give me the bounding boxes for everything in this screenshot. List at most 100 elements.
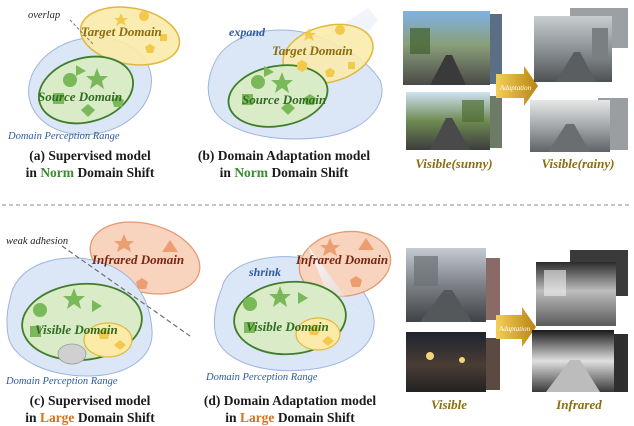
square-shape [242, 94, 253, 105]
target-domain-label: Target Domain [81, 24, 162, 39]
caption-d-line1: (d) Domain Adaptation model [203, 393, 377, 408]
shrink-label: shrink [248, 265, 281, 279]
caption-a-line2: in Norm Domain Shift [10, 164, 170, 181]
road-shape [430, 118, 470, 150]
infrared-star-shape [320, 238, 340, 256]
triangle-shape [92, 300, 102, 312]
building-shape [592, 28, 608, 58]
caption-c-line2: in Large Domain Shift [10, 409, 170, 426]
target-star-shape [302, 28, 316, 41]
road-shape [556, 52, 596, 82]
source-domain-label: Source Domain [242, 92, 326, 107]
perception-range-label: Domain Perception Range [7, 131, 120, 142]
adaptation-arrow-label: Adaptation [498, 325, 531, 333]
road-shape [548, 124, 590, 152]
target-pentagon-shape [325, 68, 335, 77]
target-circle-shape [139, 11, 149, 21]
gray-subdomain [57, 343, 87, 365]
infrared-pentagon-shape [136, 278, 148, 289]
bottom-photo-group: Adaptation [406, 248, 628, 392]
source-domain-ellipse [38, 55, 134, 125]
sunny-photo-back [488, 14, 502, 84]
triangle-shape [264, 66, 274, 77]
square-shape [244, 322, 255, 333]
infrared-triangle-shape [358, 238, 374, 250]
target-domain-label: Target Domain [272, 43, 353, 58]
caption-a-line1: (a) Supervised model [29, 148, 151, 163]
pentagon-shape [112, 96, 124, 107]
target-square-shape [160, 34, 167, 41]
diamond-shape [281, 102, 295, 115]
tree-shape [414, 256, 438, 286]
square-shape [53, 93, 64, 104]
visible-photo-back [484, 258, 500, 320]
caption-b-post: Domain Shift [268, 165, 349, 180]
expand-label: expand [229, 25, 266, 39]
caption-c-highlight: Large [39, 410, 75, 425]
caption-c-pre: in [25, 410, 40, 425]
target-circle-shape [335, 25, 345, 35]
caption-d-highlight: Large [239, 410, 275, 425]
diamond-shape [114, 340, 126, 350]
tree-shape [410, 28, 430, 54]
infrared-domain-label: Infrared Domain [295, 252, 388, 267]
caption-a-post: Domain Shift [74, 165, 155, 180]
target-pentagon-shape [145, 44, 155, 53]
road-shape [546, 360, 600, 392]
triangle-shape [76, 65, 86, 76]
caption-b-pre: in [219, 165, 235, 180]
infrared-domain-label: Infrared Domain [91, 252, 184, 267]
caption-b-line1: (b) Domain Adaptation model [197, 148, 371, 163]
adaptation-arrow [496, 307, 536, 347]
visible-rainy-label: Visible(rainy) [541, 156, 615, 171]
caption-d-post: Domain Shift [274, 410, 355, 425]
perception-range-label: Domain Perception Range [205, 372, 318, 383]
circle-shape [243, 297, 257, 311]
star-shape [63, 288, 85, 309]
panel-a: overlap Target Domain Source Domain Doma… [7, 6, 181, 142]
caption-b-highlight: Norm [234, 165, 269, 180]
tree-shape [462, 100, 484, 122]
caption-a-pre: in [25, 165, 41, 180]
target-star-shape [114, 13, 128, 26]
top-photo-group: Adaptation [403, 8, 628, 152]
weak-adhesion-label: weak adhesion [6, 236, 68, 247]
infrared-label: Infrared [556, 397, 602, 412]
caption-b-line2: in Norm Domain Shift [184, 164, 384, 181]
visible-domain-label: Visible Domain [246, 319, 329, 334]
caption-a-highlight: Norm [40, 165, 75, 180]
light-shape [459, 357, 465, 363]
overlap-label: overlap [28, 10, 60, 21]
perception-range-label: Domain Perception Range [5, 376, 118, 387]
infrared-pentagon-shape [350, 276, 362, 287]
visible-domain-label: Visible Domain [35, 322, 118, 337]
caption-a: (a) Supervised model in Norm Domain Shif… [10, 147, 170, 181]
visible-label: Visible [430, 397, 468, 412]
caption-d: (d) Domain Adaptation model in Large Dom… [190, 392, 390, 426]
building-shape [544, 270, 566, 296]
caption-d-pre: in [225, 410, 240, 425]
circle-shape [33, 303, 47, 317]
caption-c: (c) Supervised model in Large Domain Shi… [10, 392, 170, 426]
caption-d-line2: in Large Domain Shift [190, 409, 390, 426]
overlap-pointer [69, 19, 94, 45]
target-domain-ellipse [79, 6, 181, 66]
triangle-shape [298, 292, 308, 304]
adaptation-arrow-label: Adaptation [499, 84, 532, 92]
circle-shape [63, 73, 77, 87]
pentagon-shape [304, 94, 316, 105]
light-shape [426, 352, 434, 360]
diamond-shape [81, 104, 95, 117]
visible-sunny-label: Visible(sunny) [415, 156, 493, 171]
adaptation-arrow [496, 66, 538, 106]
square-shape [30, 326, 41, 337]
weak-adhesion-pointer [61, 245, 191, 337]
caption-c-post: Domain Shift [74, 410, 155, 425]
star-shape [269, 286, 291, 307]
infrared-triangle-shape [162, 240, 178, 252]
target-square-shape [348, 62, 355, 69]
visible-photo-back-2 [484, 338, 500, 390]
panel-c: weak adhesion Infrared Domain Visible Do… [5, 221, 201, 387]
diamond-shape [322, 336, 334, 346]
